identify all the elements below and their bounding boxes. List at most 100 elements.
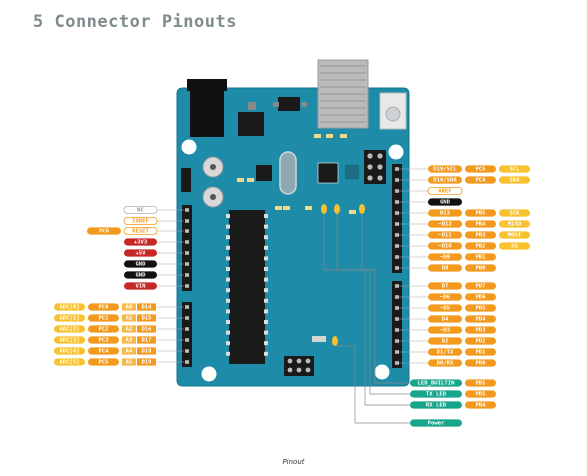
power-pin-label: IOREF xyxy=(132,218,149,224)
power-pin-tag xyxy=(124,282,157,290)
power-pin-tag xyxy=(123,216,158,225)
reset-button-cap xyxy=(385,106,401,122)
header-pin xyxy=(185,273,189,277)
header-pin xyxy=(185,251,189,255)
header-pin xyxy=(395,200,399,204)
smd-resistor xyxy=(283,206,290,210)
digital-pin-label: ~D6 xyxy=(440,294,451,300)
digital-port-tag xyxy=(465,348,496,356)
digital-port-label: PC4 xyxy=(475,177,486,183)
digital-func-tag xyxy=(499,231,530,239)
analog-port-tag xyxy=(88,325,119,333)
digital-port-label: PD1 xyxy=(475,349,486,355)
analog-a-label: A1 xyxy=(126,315,133,321)
digital-pin-label: GND xyxy=(440,199,451,205)
power-pin-label: RESET xyxy=(132,228,149,234)
digital-pin-tag xyxy=(428,176,462,184)
chip-pin xyxy=(226,235,230,240)
chip-pin xyxy=(264,245,268,250)
chip-pin xyxy=(226,309,230,314)
crystal-icon xyxy=(279,151,297,195)
chip-pin xyxy=(226,277,230,282)
right-top-header-icon xyxy=(392,164,402,273)
digital-port-label: PB5 xyxy=(475,210,485,216)
analog-d-tag xyxy=(137,303,156,311)
mounting-hole xyxy=(374,364,390,380)
power-jack-icon xyxy=(187,79,227,91)
digital-pin-label: ~D9 xyxy=(440,254,451,260)
analog-a-label: A5 xyxy=(126,359,133,365)
left-power-header-icon xyxy=(182,205,192,291)
chip-pin xyxy=(226,214,230,218)
digital-pin-tag xyxy=(428,231,462,239)
icsp-pin xyxy=(367,175,373,181)
digital-pin-label: D8 xyxy=(442,265,449,271)
analog-a-tag xyxy=(122,358,136,366)
digital-pin-tag xyxy=(428,337,462,345)
header-pin xyxy=(395,222,399,226)
analog-d-tag xyxy=(137,347,156,355)
digital-pin-tag xyxy=(428,209,462,217)
analog-a-label: A0 xyxy=(126,304,133,310)
analog-adc-label: ADC[4] xyxy=(59,348,79,354)
chip-pin xyxy=(264,214,268,218)
voltage-regulator xyxy=(238,112,264,136)
analog-a-label: A3 xyxy=(126,337,133,343)
digital-pin-label: D0/RX xyxy=(437,360,454,366)
digital-port-label: PB4 xyxy=(475,221,486,227)
smd-part xyxy=(273,102,279,107)
icsp-pin xyxy=(305,367,311,373)
digital-func-tag xyxy=(499,176,530,184)
icsp-pin xyxy=(377,175,383,181)
analog-adc-tag xyxy=(54,303,85,311)
rx-led-icon xyxy=(359,204,365,214)
digital-pin-label: ~D12 xyxy=(438,221,451,227)
led-pin-label: TX LED xyxy=(426,391,447,397)
analog-adc-label: ADC[1] xyxy=(59,315,79,321)
power-pin-tag xyxy=(124,271,157,279)
l-led-icon xyxy=(321,204,327,214)
chip-pin xyxy=(264,351,268,356)
chip-pin xyxy=(264,224,268,229)
analog-a-tag xyxy=(122,336,136,344)
analog-d-tag xyxy=(137,336,156,344)
chip-pin xyxy=(264,298,268,303)
mounting-hole xyxy=(388,144,404,160)
chip-pin xyxy=(264,330,268,335)
analog-port-label: PC5 xyxy=(98,359,108,365)
header-pin xyxy=(185,229,189,233)
header-pin xyxy=(185,240,189,244)
analog-adc-label: ADC[3] xyxy=(59,337,79,343)
smd-resistor xyxy=(314,134,321,138)
digital-port-tag xyxy=(465,176,496,184)
digital-pin-label: ~D3 xyxy=(440,327,450,333)
analog-adc-tag xyxy=(54,325,85,333)
led-port-label: PD5 xyxy=(475,391,485,397)
smd-resistor xyxy=(340,134,347,138)
analog-adc-tag xyxy=(54,347,85,355)
digital-pin-tag xyxy=(428,304,462,312)
diode xyxy=(181,168,191,192)
analog-d-label: D16 xyxy=(141,326,152,332)
power-pin-port-tag xyxy=(87,227,121,235)
analog-a-tag xyxy=(122,314,136,322)
icsp-pin xyxy=(296,358,302,364)
analog-port-label: PC1 xyxy=(98,315,109,321)
chip-pin xyxy=(264,235,268,240)
analog-d-tag xyxy=(137,358,156,366)
led-pin-tag xyxy=(410,379,462,387)
digital-port-tag xyxy=(465,242,496,250)
digital-pin-tag xyxy=(428,326,462,334)
power-pin-label: NC xyxy=(137,207,144,213)
digital-pin-label: D13 xyxy=(440,210,450,216)
digital-port-tag xyxy=(465,220,496,228)
power-led-icon xyxy=(332,336,338,346)
digital-pin-tag xyxy=(428,198,462,206)
digital-port-tag xyxy=(465,315,496,323)
analog-port-tag xyxy=(88,336,119,344)
digital-func-tag xyxy=(499,242,530,250)
icsp-pin xyxy=(287,367,293,373)
led-pin-tag xyxy=(410,401,462,409)
mounting-hole xyxy=(181,139,197,155)
analog-d-label: D14 xyxy=(141,304,152,310)
